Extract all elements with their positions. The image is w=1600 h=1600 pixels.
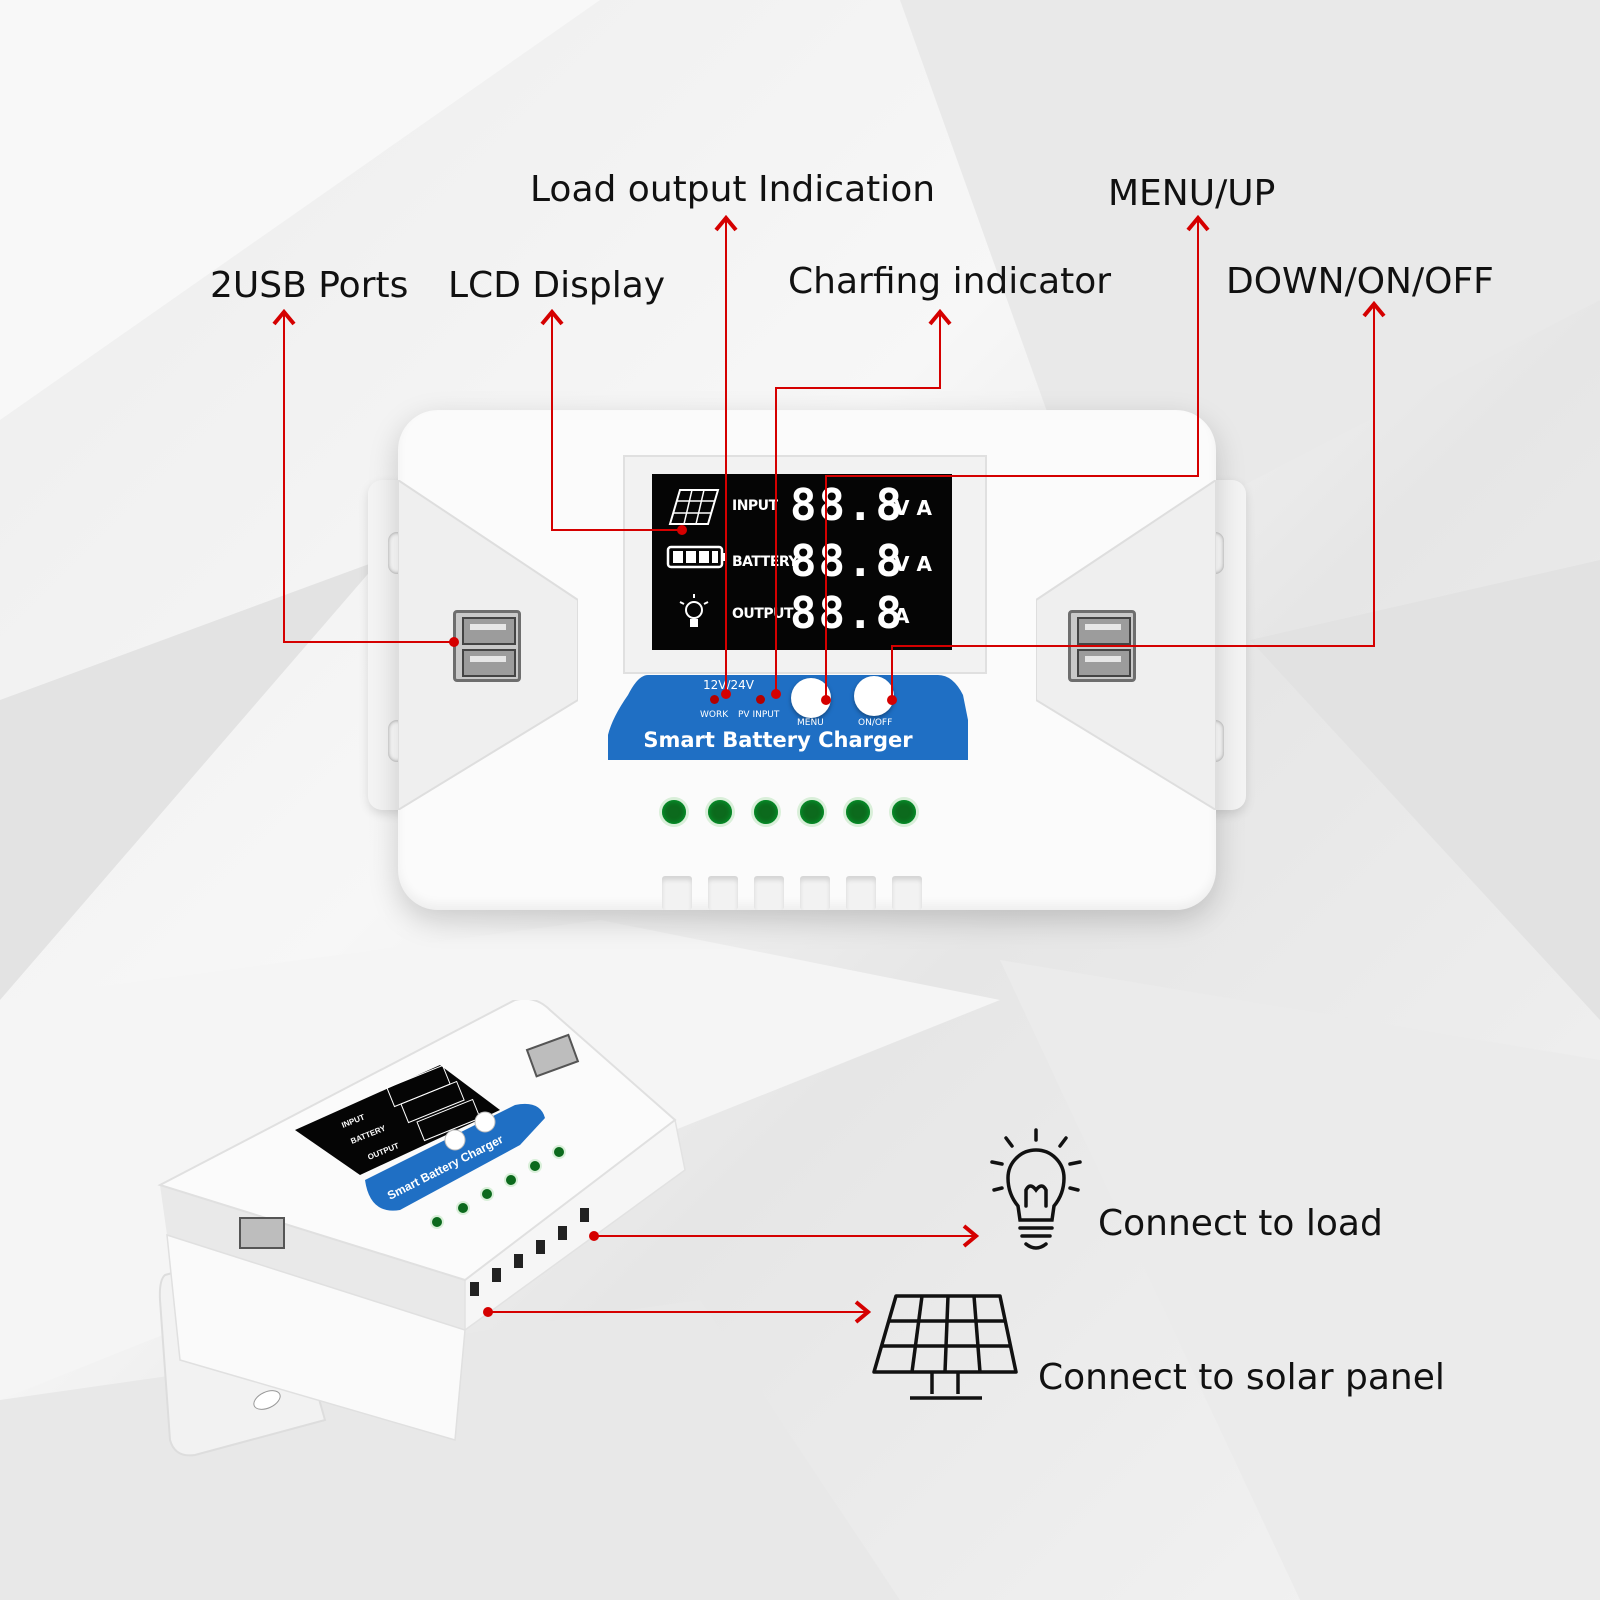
lightbulb-icon <box>679 594 709 627</box>
led-pv-label: PV INPUT <box>738 710 780 720</box>
terminal-screw <box>708 800 732 824</box>
label-load-output: Load output Indication <box>530 169 936 210</box>
terminal-vent <box>800 876 830 910</box>
charge-controller-front: INPUT 88.8 V A BATTERY 88.8 V A OUTPUT 8… <box>368 410 1246 910</box>
label-usb-ports: 2USB Ports <box>210 265 409 306</box>
on-off-button-label: ON/OFF <box>858 718 893 728</box>
lcd-row-input: INPUT 88.8 V A <box>652 484 952 528</box>
label-connect-load: Connect to load <box>1098 1203 1383 1244</box>
d2-menu-button <box>444 1129 466 1151</box>
lcd-row-unit: V A <box>894 552 932 576</box>
terminal-screw <box>800 800 824 824</box>
lcd-row-output: OUTPUT 88.8 A <box>652 592 952 636</box>
terminal-vent <box>662 876 692 910</box>
lcd-row-unit: A <box>894 604 910 628</box>
usb-port-icon <box>525 1033 580 1078</box>
lcd-row-name: OUTPUT <box>732 606 794 622</box>
menu-button-label: MENU <box>797 718 824 728</box>
lcd-screen: INPUT 88.8 V A BATTERY 88.8 V A OUTPUT 8… <box>652 474 952 650</box>
usb-port-icon[interactable] <box>453 610 521 682</box>
terminal-screw <box>754 800 778 824</box>
terminal-screw <box>892 800 916 824</box>
terminal-vent <box>754 876 784 910</box>
lcd-row-value: 88.8 <box>790 536 904 587</box>
terminal-screw <box>662 800 686 824</box>
lcd-row-value: 88.8 <box>790 588 904 639</box>
d2-onoff-button <box>474 1111 496 1133</box>
label-lcd-display: LCD Display <box>448 265 666 306</box>
lcd-row-value: 88.8 <box>790 480 904 531</box>
lcd-row-battery: BATTERY 88.8 V A <box>652 540 952 584</box>
terminal-vent <box>892 876 922 910</box>
d2-terminal-openings <box>470 1208 589 1296</box>
d2-terminal-row <box>430 1145 566 1229</box>
voltage-label: 12V/24V <box>703 678 754 692</box>
led-work-label: WORK <box>700 710 729 720</box>
brand-text: Smart Battery Charger <box>643 728 913 752</box>
led-pv-input <box>756 695 765 704</box>
menu-button[interactable] <box>791 678 831 718</box>
usb-port-icon <box>239 1217 285 1249</box>
label-charging-indicator: Charfing indicator <box>788 261 1112 302</box>
label-down-on-off: DOWN/ON/OFF <box>1226 261 1494 302</box>
terminal-vent <box>708 876 738 910</box>
lcd-row-unit: V A <box>894 496 932 520</box>
led-work <box>710 695 719 704</box>
lcd-row-name: BATTERY <box>732 554 799 570</box>
on-off-button[interactable] <box>854 676 894 716</box>
terminal-screw <box>846 800 870 824</box>
label-connect-solar: Connect to solar panel <box>1038 1357 1445 1398</box>
label-menu-up: MENU/UP <box>1108 173 1276 214</box>
terminal-vent <box>846 876 876 910</box>
lcd-row-name: INPUT <box>732 498 778 514</box>
lightbulb-icon <box>990 1128 1082 1250</box>
solar-panel-icon <box>872 1294 1018 1400</box>
usb-port-icon[interactable] <box>1068 610 1136 682</box>
charge-controller-angled: INPUT BATTERY OUTPUT Smart Battery Charg… <box>157 1000 686 1457</box>
